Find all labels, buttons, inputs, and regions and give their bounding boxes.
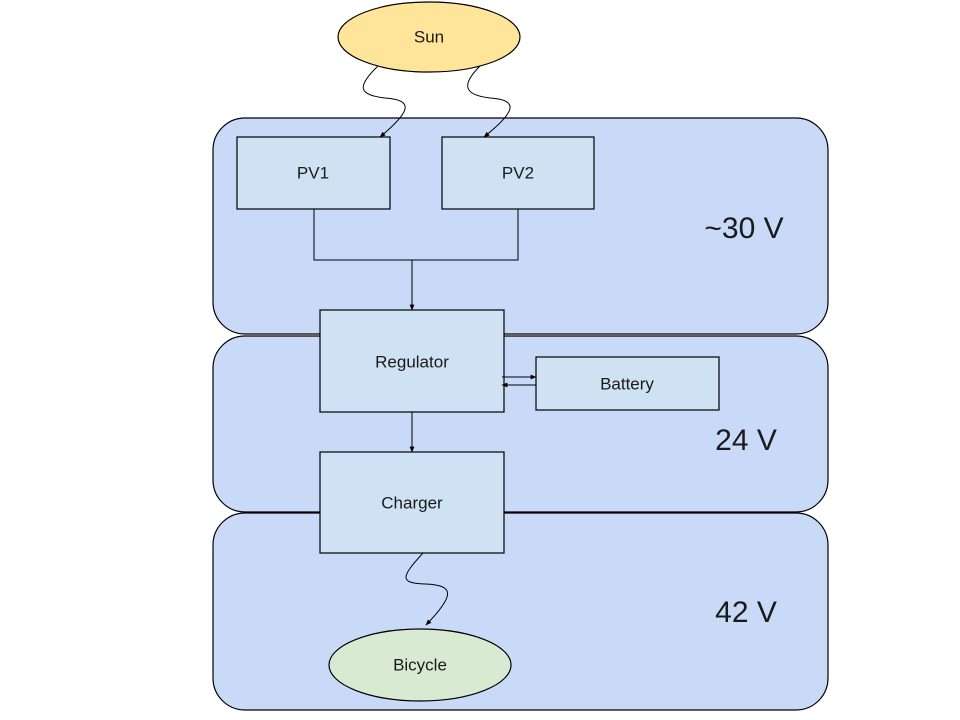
sun-label: Sun [414, 27, 444, 46]
edge-charger-bicycle [405, 552, 449, 626]
bicycle-label: Bicycle [393, 655, 447, 674]
charger-label: Charger [381, 493, 443, 512]
regulator-label: Regulator [375, 352, 449, 371]
edge-pv-combine [313, 209, 519, 261]
voltage-label-high: ~30 V [704, 212, 783, 245]
pv1-node[interactable] [236, 136, 391, 210]
pv2-node[interactable] [441, 136, 595, 210]
voltage-label-output: 42 V [715, 596, 777, 629]
edge-sun-pv1 [362, 65, 406, 138]
bicycle-node[interactable] [328, 628, 512, 702]
sun-node[interactable] [337, 1, 521, 73]
pv2-label: PV2 [502, 163, 534, 182]
pv1-label: PV1 [297, 163, 329, 182]
battery-label: Battery [600, 374, 654, 393]
edge-sun-pv2 [467, 65, 511, 138]
voltage-label-mid: 24 V [715, 424, 777, 457]
charger-node[interactable] [319, 451, 505, 554]
battery-node[interactable] [535, 356, 720, 411]
